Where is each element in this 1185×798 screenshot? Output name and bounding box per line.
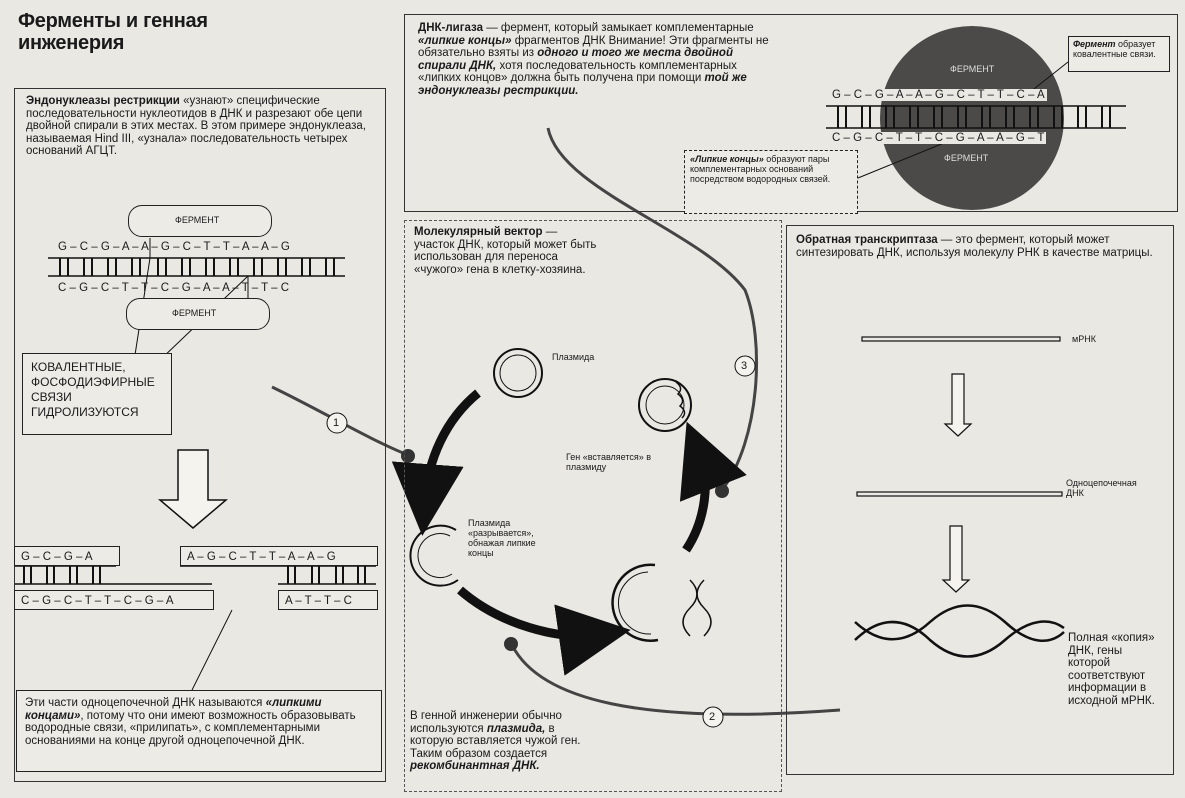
- title-line1: Ферменты и генная: [18, 10, 208, 32]
- ligase-enzyme-blob: [880, 26, 1064, 210]
- vector-bottom-c: в которую вставляется чужой ген. Таким о…: [410, 722, 581, 760]
- fragment2-top: A – G – C – T – T – A – A – G: [180, 546, 378, 566]
- ligase-t1: — фермент, который замыкает комплементар…: [483, 22, 754, 34]
- reverse-graphics: [854, 336, 1065, 658]
- fragment1-bottom: C – G – C – T – T – C – G – A: [14, 590, 214, 610]
- fragment1-top-text: G – C – G – A: [21, 551, 93, 563]
- ligase-enzyme-bottom: ФЕРМЕНТ: [944, 153, 989, 163]
- covalent-box: КОВАЛЕНТНЫЕ, ФОСФОДИЭФИРНЫЕ СВЯЗИ ГИДРОЛ…: [22, 353, 172, 435]
- fragment2-top-text: A – G – C – T – T – A – A – G: [187, 551, 336, 563]
- sticky-text-b: «липкими концами»: [25, 697, 322, 722]
- copy-label: Полная «копия» ДНК, гены которой соответ…: [1068, 632, 1155, 707]
- down-arrow-icon: [157, 449, 229, 529]
- fragment1-bottom-text: C – G – C – T – T – C – G – A: [21, 595, 174, 607]
- sticky-ends-note: Эти части одноцепочечной ДНК называются …: [16, 690, 382, 772]
- mrna-label: мРНК: [1072, 334, 1096, 344]
- covalent-line: КОВАЛЕНТНЫЕ,: [31, 360, 126, 374]
- vector-bottom-text: В генной инженерии обычно используются п…: [410, 710, 598, 773]
- step-markers: [326, 355, 756, 728]
- covalent-line: СВЯЗИ: [31, 390, 72, 404]
- restriction-panel: [14, 88, 386, 782]
- dna-ladder-ligase: [826, 61, 1126, 179]
- ssdna-label: Одноцепочечная ДНК: [1066, 478, 1137, 498]
- dna-fragments: [14, 565, 376, 691]
- enzyme-bottom-label: ФЕРМЕНТ: [172, 308, 217, 318]
- vector-bottom-a: В генной инженерии обычно используются: [410, 710, 562, 735]
- ligase-t4: одного и того же места двойной спирали Д…: [418, 47, 733, 72]
- enzyme-top-label: ФЕРМЕНТ: [175, 215, 220, 225]
- step-3: 3: [741, 360, 748, 372]
- ligase-heading: ДНК-лигаза: [418, 22, 484, 34]
- fragment2-bottom: A – T – T – C: [278, 590, 378, 610]
- restriction-text: Эндонуклеазы рестрикции «узнают» специфи…: [26, 95, 376, 158]
- ligase-seq-top: G – C – G – A – A – G – C – T – T – C – …: [830, 89, 1047, 101]
- ligase-seq-bottom: C – G – C – T – T – C – G – A – A – G – …: [830, 132, 1047, 144]
- vector-heading: Молекулярный вектор: [414, 226, 543, 238]
- ligase-enzyme-top: ФЕРМЕНТ: [950, 64, 995, 74]
- gene-label: Ген «вставляется» в плазмиду: [566, 452, 652, 472]
- fragment2-bottom-text: A – T – T – C: [285, 595, 352, 607]
- step-2: 2: [709, 711, 716, 723]
- ligase-t5: хотя последовательность комплементарных …: [418, 59, 737, 85]
- reverse-panel: [786, 225, 1174, 775]
- ligase-sticky-a: «Липкие концы»: [690, 154, 764, 164]
- covalent-line: ГИДРОЛИЗУЮТСЯ: [31, 405, 139, 419]
- reverse-t1: — это фермент, который может синтезирова…: [796, 234, 1153, 259]
- step-1: 1: [333, 417, 340, 429]
- dna-ladder-restriction: [48, 238, 345, 361]
- broken-plasmid-label: Плазмида «разрывается», обнажая липкие к…: [468, 518, 536, 558]
- sticky-text-a: Эти части одноцепочечной ДНК называются: [25, 697, 266, 709]
- ligase-text: ДНК-лигаза — фермент, который замыкает к…: [418, 22, 770, 97]
- ligase-t6: той же эндонуклеазы рестрикции.: [418, 72, 747, 97]
- cycle-arrows: [391, 389, 747, 676]
- ligase-sticky-b: образуют пары комплементарных оснований …: [690, 154, 831, 184]
- title-line2: инженерия: [18, 32, 125, 54]
- ligase-t3: фрагментов ДНК Внимание! Эти фрагменты н…: [418, 34, 769, 60]
- vector-t1: — участок ДНК, который может быть исполь…: [414, 226, 597, 276]
- reverse-text: Обратная транскриптаза — это фермент, ко…: [796, 234, 1158, 259]
- ligase-t2: «липкие концы»: [418, 34, 512, 47]
- ligase-note-a: Фермент: [1073, 39, 1116, 49]
- strand-end-2: [504, 637, 518, 651]
- vector-bottom-d: рекомбинантная ДНК.: [410, 760, 540, 772]
- enzyme-top-box: [128, 205, 272, 237]
- restriction-heading: Эндонуклеазы рестрикции: [26, 95, 180, 107]
- vector-bottom-b: плазмида,: [486, 722, 546, 735]
- covalent-line: ФОСФОДИЭФИРНЫЕ: [31, 375, 155, 389]
- enzyme-bottom-box: [126, 298, 270, 330]
- reverse-heading: Обратная транскриптаза: [796, 234, 938, 246]
- seq-bottom: C – G – C – T – T – C – G – A – A – T – …: [58, 282, 289, 294]
- page-title: Ферменты и генная инженерия: [18, 10, 208, 54]
- plasmid-shapes: [409, 348, 712, 642]
- seq-top: G – C – G – A – A – G – C – T – T – A – …: [58, 241, 290, 253]
- ligase-sticky-box: «Липкие концы» образуют пары комплемента…: [684, 150, 858, 214]
- vector-text: Молекулярный вектор — участок ДНК, котор…: [414, 226, 599, 276]
- vector-panel: [404, 220, 782, 792]
- plasmid-label: Плазмида: [552, 352, 595, 362]
- sticky-text-c: , потому что они имеют возможность образ…: [25, 709, 356, 747]
- restriction-body: «узнают» специфические последовательност…: [26, 95, 366, 157]
- ligase-note-box: Фермент образует ковалентные связи.: [1068, 36, 1170, 72]
- ligase-note-b: образует ковалентные связи.: [1073, 39, 1156, 59]
- fragment1-top: G – C – G – A: [14, 546, 120, 566]
